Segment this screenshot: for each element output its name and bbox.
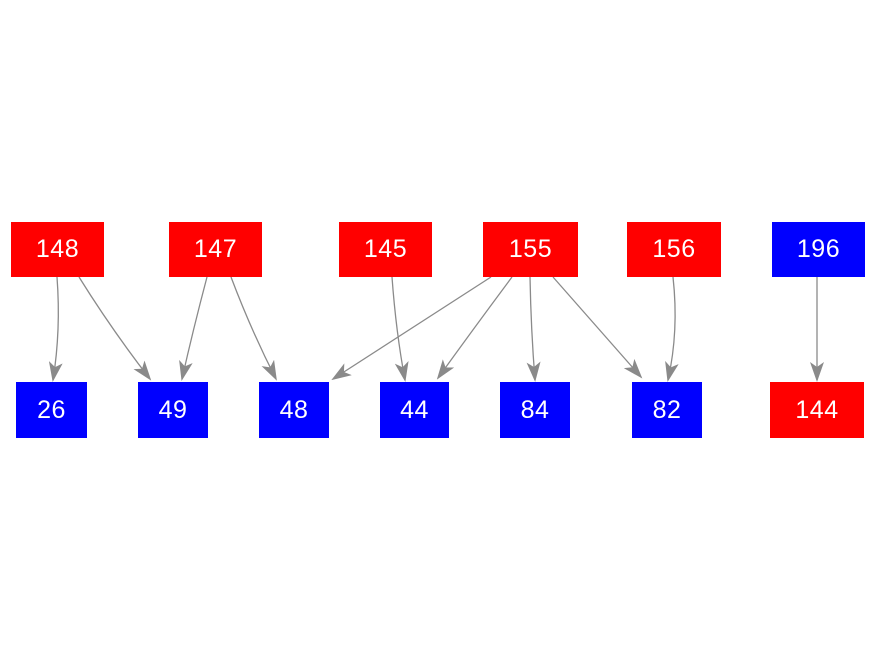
node-26: 26 [16, 382, 87, 438]
node-label: 148 [35, 235, 80, 263]
edge-145-44 [391, 276, 409, 382]
node-156: 156 [627, 222, 721, 277]
edge-155-82 [552, 276, 643, 379]
node-label: 44 [400, 395, 429, 424]
edge-147-48 [230, 276, 277, 381]
node-147: 147 [169, 222, 262, 277]
node-label: 48 [279, 395, 309, 424]
edge-group [48, 276, 824, 382]
edge-155-44 [436, 276, 513, 380]
edge-155-84 [526, 276, 541, 382]
node-48: 48 [259, 382, 329, 438]
node-label: 156 [652, 235, 696, 263]
node-82: 82 [632, 382, 702, 438]
node-155: 155 [483, 222, 578, 277]
node-label: 196 [796, 235, 841, 263]
node-label: 84 [520, 395, 550, 424]
edge-147-49 [179, 276, 208, 381]
node-148: 148 [11, 222, 104, 277]
node-145: 145 [339, 222, 432, 277]
node-196: 196 [772, 222, 865, 277]
node-84: 84 [500, 382, 570, 438]
node-label: 145 [363, 235, 408, 263]
node-label: 49 [158, 395, 188, 424]
edge-155-48 [331, 276, 492, 381]
node-144: 144 [770, 382, 864, 438]
edge-148-49 [78, 276, 152, 381]
edge-148-26 [48, 276, 63, 382]
node-label: 155 [508, 235, 553, 263]
edge-156-82 [665, 276, 679, 382]
node-label: 144 [795, 395, 839, 424]
node-label: 26 [37, 395, 66, 424]
node-49: 49 [138, 382, 208, 438]
node-label: 82 [652, 395, 682, 424]
node-label: 147 [193, 235, 238, 263]
node-44: 44 [380, 382, 449, 438]
